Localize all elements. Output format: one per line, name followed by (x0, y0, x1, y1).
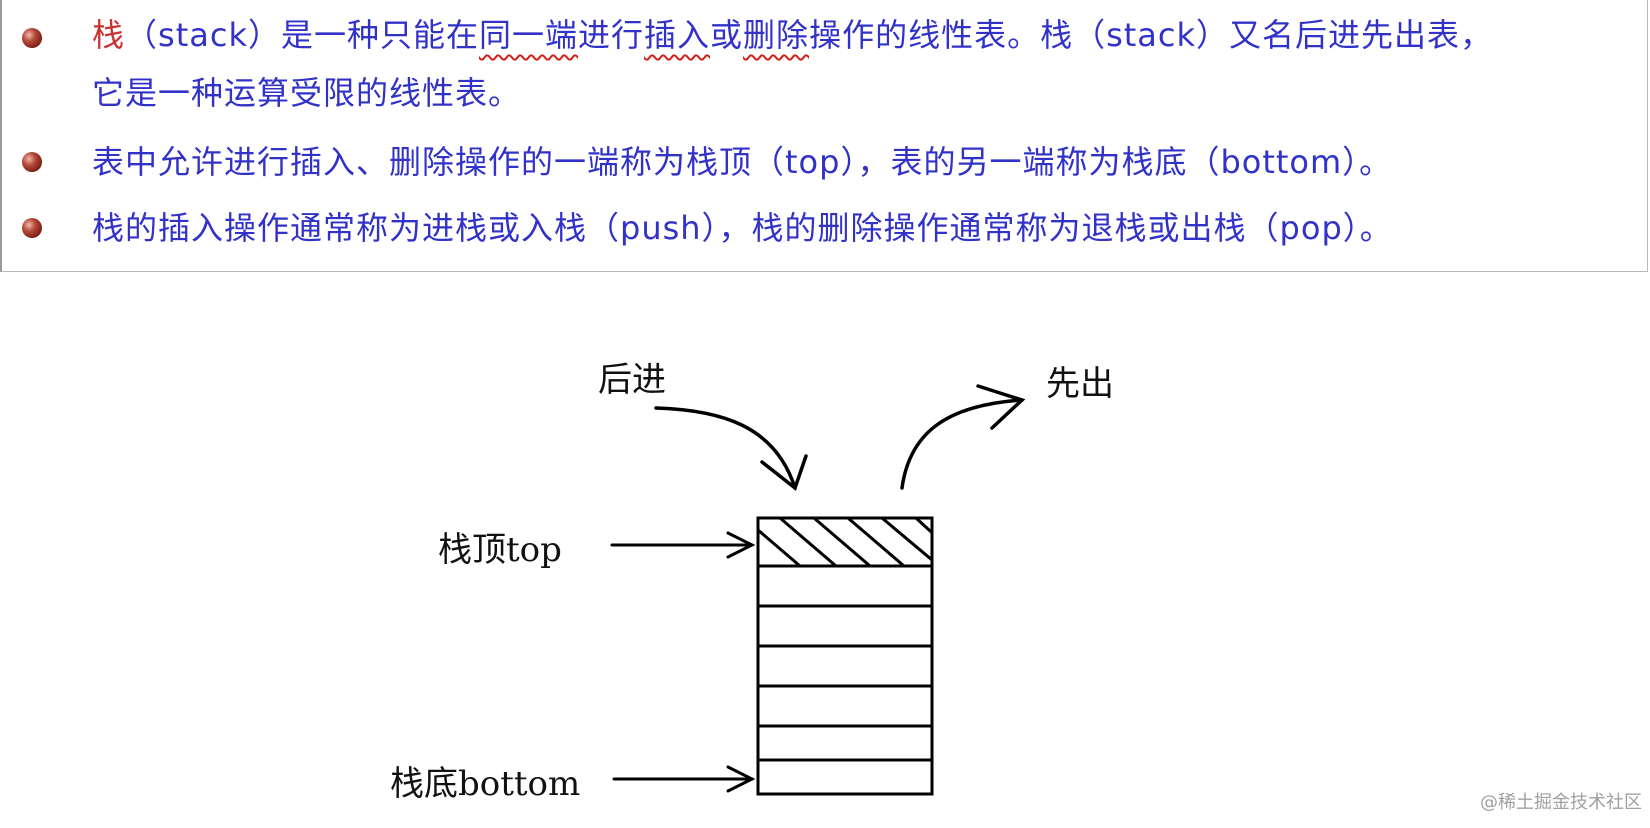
bullet-push-pop: 栈的插入操作通常称为进栈或入栈（push），栈的删除操作通常称为退栈或出栈（po… (92, 209, 1393, 247)
top-pointer-arrow (610, 531, 756, 559)
bullet-definition: 栈（stack）是一种只能在同一端进行插入或删除操作的线性表。栈（stack）又… (92, 6, 1632, 122)
pop-label: 先出 (1046, 364, 1114, 404)
definition-text-b: 进行 (578, 16, 645, 54)
definition-text-d: 操作的线性表。栈（stack）又名后进先出表， (809, 16, 1494, 54)
bullet-dot-icon (22, 152, 42, 172)
stack-term: 栈 (92, 16, 126, 54)
underlined-delete: 删除 (743, 16, 810, 54)
bottom-pointer-arrow (612, 765, 756, 793)
stack-bottom-label: 栈底bottom (390, 764, 581, 804)
stack-cells (756, 516, 934, 796)
pop-arrow (900, 384, 1026, 490)
underlined-same-end: 同一端 (478, 16, 578, 54)
definition-text-a: （stack）是一种只能在 (125, 16, 479, 54)
stack-top-label: 栈顶top (438, 530, 562, 570)
definition-panel: 栈（stack）是一种只能在同一端进行插入或删除操作的线性表。栈（stack）又… (0, 0, 1648, 272)
definition-line2: 它是一种运算受限的线性表。 (92, 74, 522, 112)
definition-text-c: 或 (710, 16, 744, 54)
top-cell-hatching (758, 518, 932, 566)
push-arrow (654, 406, 808, 491)
push-label: 后进 (598, 360, 666, 400)
underlined-insert: 插入 (644, 16, 711, 54)
bullet-dot-icon (22, 218, 42, 238)
stack-outline (756, 516, 934, 796)
bullet-dot-icon (22, 28, 42, 48)
watermark: @稀土掘金技术社区 (1480, 792, 1642, 813)
bullet-top-bottom: 表中允许进行插入、删除操作的一端称为栈顶（top），表的另一端称为栈底（bott… (92, 143, 1393, 181)
